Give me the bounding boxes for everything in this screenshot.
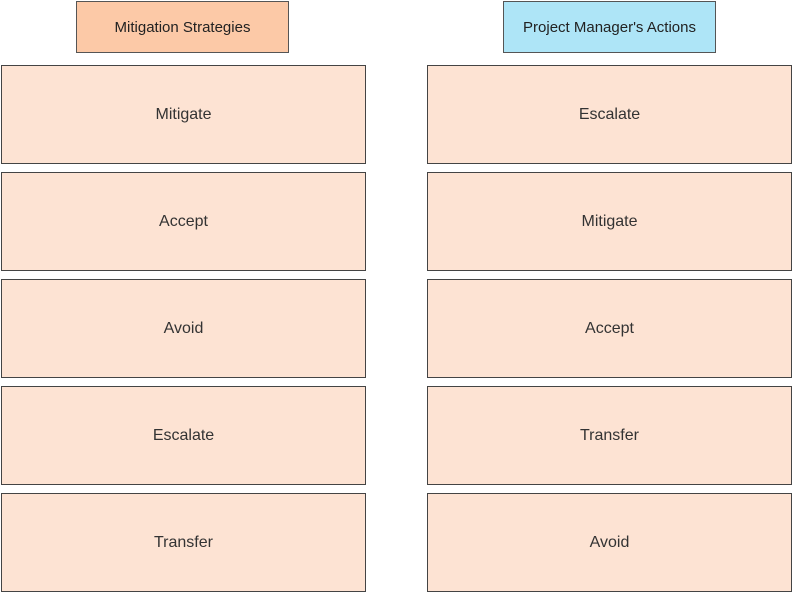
strategy-card-transfer[interactable]: Transfer	[1, 493, 366, 592]
action-card-transfer[interactable]: Transfer	[427, 386, 792, 485]
strategy-card-accept[interactable]: Accept	[1, 172, 366, 271]
action-card-escalate[interactable]: Escalate	[427, 65, 792, 164]
project-manager-actions-header: Project Manager's Actions	[503, 1, 716, 53]
action-card-accept[interactable]: Accept	[427, 279, 792, 378]
strategy-card-mitigate[interactable]: Mitigate	[1, 65, 366, 164]
action-card-avoid[interactable]: Avoid	[427, 493, 792, 592]
mitigation-strategies-header: Mitigation Strategies	[76, 1, 289, 53]
project-manager-actions-column: Escalate Mitigate Accept Transfer Avoid	[427, 65, 792, 592]
action-card-mitigate[interactable]: Mitigate	[427, 172, 792, 271]
strategy-card-escalate[interactable]: Escalate	[1, 386, 366, 485]
mitigation-strategies-column: Mitigate Accept Avoid Escalate Transfer	[1, 65, 366, 592]
strategy-card-avoid[interactable]: Avoid	[1, 279, 366, 378]
